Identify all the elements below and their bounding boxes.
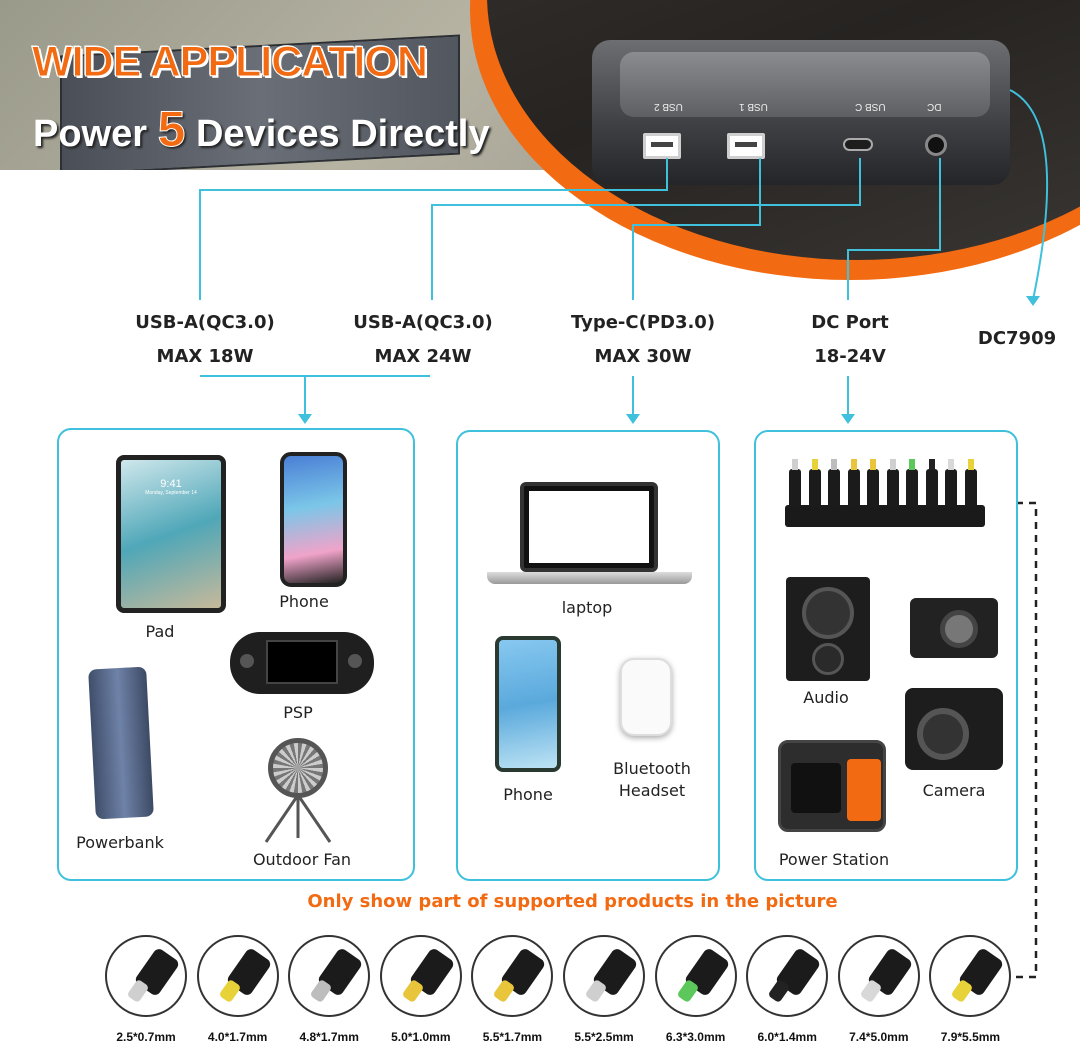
dc-tip-label: 2.5*0.7mm — [116, 1030, 176, 1044]
device-label-outdoor-fan: Outdoor Fan — [252, 850, 352, 869]
junction-box-lid — [620, 52, 990, 117]
disclaimer-note: Only show part of supported products in … — [307, 891, 838, 912]
strip-plug-icon — [808, 459, 821, 507]
device-label-psp: PSP — [283, 703, 313, 722]
dc-tip-label: 4.8*1.7mm — [299, 1030, 359, 1044]
dc-tip-3 — [288, 935, 371, 1017]
powerbank-image — [88, 666, 154, 820]
device-label-laptop: laptop — [561, 598, 613, 617]
dc-tip-label: 5.5*2.5mm — [574, 1030, 634, 1044]
strip-plug-icon — [906, 459, 918, 507]
strip-pin-icon — [792, 459, 798, 470]
strip-pin-icon — [909, 459, 915, 470]
dc-tip-1 — [105, 935, 187, 1017]
dc-tip-4 — [379, 935, 462, 1017]
dc-tips-plugs — [785, 455, 985, 507]
dc-tip-2 — [196, 935, 279, 1017]
laptop-image — [520, 482, 658, 572]
dc-tip-7 — [654, 935, 737, 1017]
strip-plug-icon — [867, 459, 879, 507]
device-label-phone: Phone — [279, 592, 329, 611]
speaker-image — [786, 577, 870, 681]
fan-image — [268, 738, 328, 798]
strip-pin-icon — [831, 459, 837, 470]
strip-plug-icon — [789, 459, 801, 507]
strip-plug-icon — [925, 459, 938, 507]
laptop-base — [487, 572, 692, 584]
camera-image — [905, 688, 1003, 770]
spec-type-c-30w: Type-C(PD3.0)MAX 30W — [570, 312, 716, 367]
headline-subtitle: Power 5 Devices Directly — [33, 101, 490, 158]
device-label-pad: Pad — [145, 622, 175, 641]
dc-tip-label: 4.0*1.7mm — [207, 1030, 268, 1044]
device-label-phone-2: Phone — [503, 785, 553, 804]
strip-plug-icon — [847, 459, 860, 507]
dc-tip-label: 5.5*1.7mm — [482, 1030, 543, 1044]
strip-pin-icon — [889, 459, 896, 470]
strip-pin-icon — [967, 459, 974, 470]
dc-tip-10 — [929, 935, 1012, 1017]
device-label-power-station: Power Station — [778, 850, 890, 869]
device-label-audio: Audio — [803, 688, 849, 707]
strip-pin-icon — [948, 459, 954, 470]
strip-pin-icon — [928, 459, 935, 470]
strip-pin-icon — [870, 459, 876, 470]
dc-tips-strip — [785, 505, 985, 527]
dc-tip-6 — [563, 935, 645, 1017]
fan-stand-icon — [264, 794, 332, 843]
device-label-powerbank: Powerbank — [76, 833, 164, 852]
dc-port — [925, 134, 947, 156]
dc-tip-9 — [837, 935, 920, 1017]
psp-image — [230, 632, 374, 694]
spec-dc7909: DC7909 — [977, 328, 1057, 349]
device-label-camera: Camera — [922, 781, 986, 800]
dc-tip-5 — [471, 935, 554, 1017]
dc-tip-label: 7.9*5.5mm — [940, 1030, 1001, 1044]
spec-usb-a-18w: USB-A(QC3.0)MAX 18W — [135, 312, 275, 367]
strip-plug-icon — [886, 459, 899, 507]
headset-image — [620, 658, 672, 736]
dc-tip-8 — [746, 935, 829, 1017]
power-station-image — [778, 740, 886, 832]
usb1-port — [727, 133, 765, 159]
strip-pin-icon — [811, 459, 818, 470]
strip-plug-icon — [964, 459, 977, 507]
spec-usb-a-24w: USB-A(QC3.0)MAX 24W — [353, 312, 493, 367]
dc-tip-label: 5.0*1.0mm — [391, 1030, 451, 1044]
strip-plug-icon — [828, 459, 840, 507]
strip-pin-icon — [850, 459, 857, 470]
usb2-port — [643, 133, 681, 159]
compact-camera-image — [910, 598, 998, 658]
phone-image-2 — [495, 636, 561, 772]
dc-tip-label: 6.0*1.4mm — [757, 1030, 817, 1044]
usbc-port — [843, 138, 873, 151]
pad-image: 9:41 Monday, September 14 — [116, 455, 226, 613]
headline-title: WIDE APPLICATION — [32, 38, 429, 87]
dc-tip-label: 6.3*3.0mm — [665, 1030, 726, 1044]
phone-image — [280, 452, 347, 587]
strip-plug-icon — [945, 459, 957, 507]
dc-tip-label: 7.4*5.0mm — [849, 1030, 909, 1044]
